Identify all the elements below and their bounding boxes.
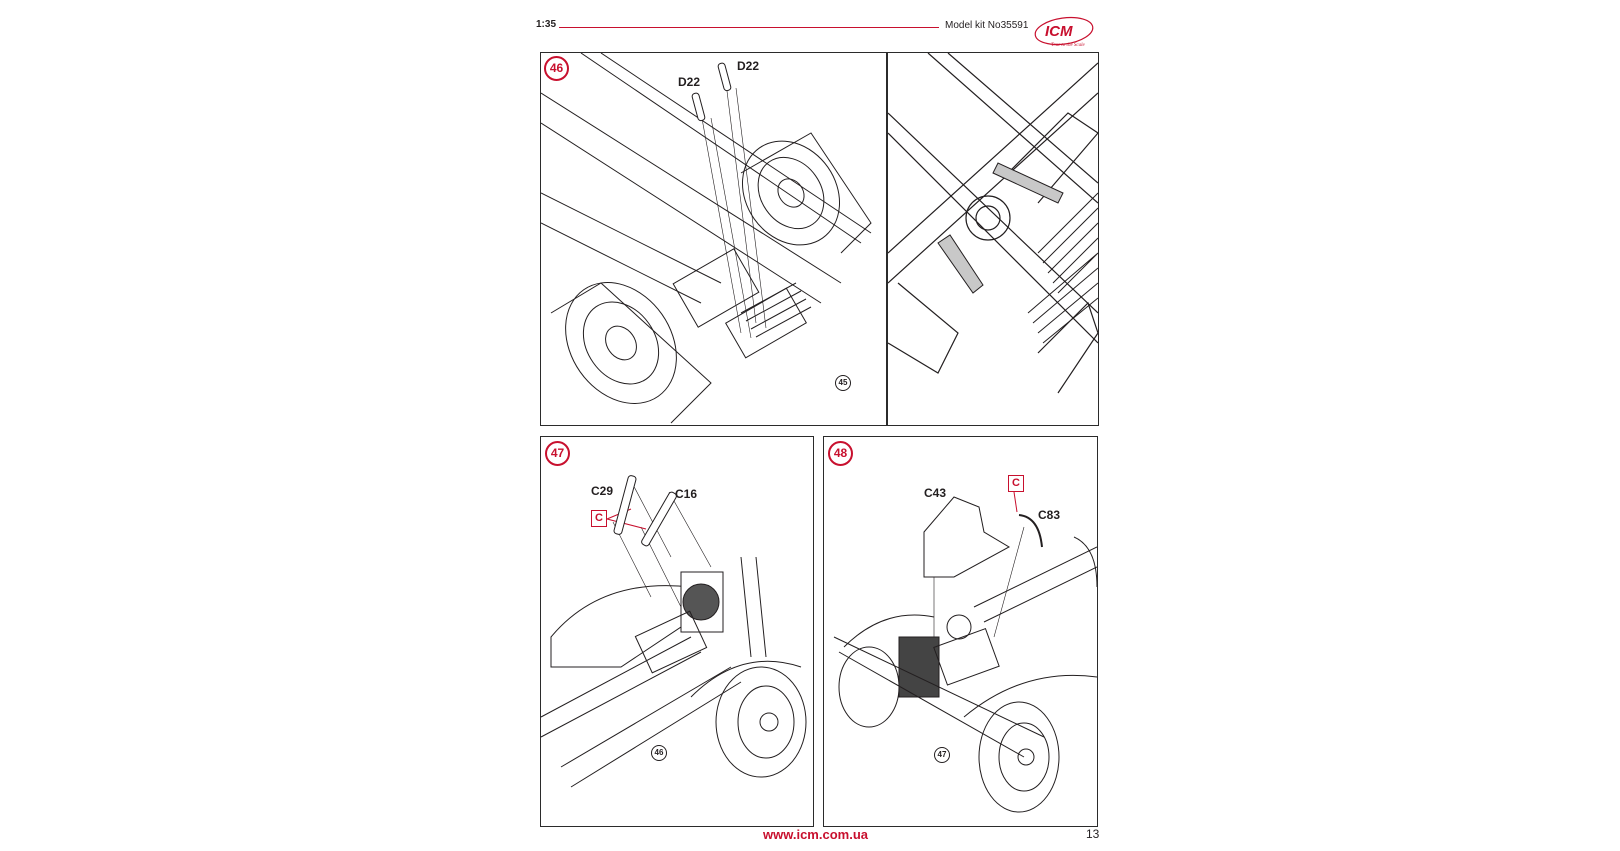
previous-step-ref-47: 47 [934,747,950,763]
step-48-drawing [833,491,1097,813]
logo-text: ICM [1045,23,1073,40]
step-46-detail-drawing [888,53,1098,394]
step-number-46: 46 [544,56,569,81]
website-link[interactable]: www.icm.com.ua [763,827,868,842]
step-48-panel: 48 C43 C83 C 47 [823,436,1098,827]
part-label-c83: C83 [1038,508,1061,522]
step-46-drawing [541,53,872,424]
previous-step-ref-45: 45 [835,375,851,391]
header-rule [559,27,939,28]
icm-logo: ICM True to the Scale [1034,16,1094,48]
previous-step-ref-46: 46 [651,745,667,761]
part-label-c43: C43 [924,486,947,500]
part-label-d22-b: D22 [737,59,760,73]
instruction-page: 1:35 Model kit No35591 ICM True to the S… [533,0,1105,851]
step-47-drawing [541,475,807,788]
part-label-d22-a: D22 [678,75,701,89]
sprue-label-c: C [1008,475,1024,492]
sprue-label-c: C [591,510,607,527]
page-number: 13 [1086,827,1100,841]
model-kit-number: Model kit No35591 [945,20,1029,31]
step-46-detail-panel [887,52,1099,426]
part-label-c29: C29 [591,484,614,498]
step-47-panel: 47 C29 C16 C 46 [540,436,814,827]
step-46-panel: 46 D22 D22 45 [540,52,887,426]
part-label-c16: C16 [675,487,698,501]
scale-label: 1:35 [536,19,557,30]
logo-tagline: True to the Scale [1051,43,1086,48]
step-number-48: 48 [828,441,853,466]
step-number-47: 47 [545,441,570,466]
